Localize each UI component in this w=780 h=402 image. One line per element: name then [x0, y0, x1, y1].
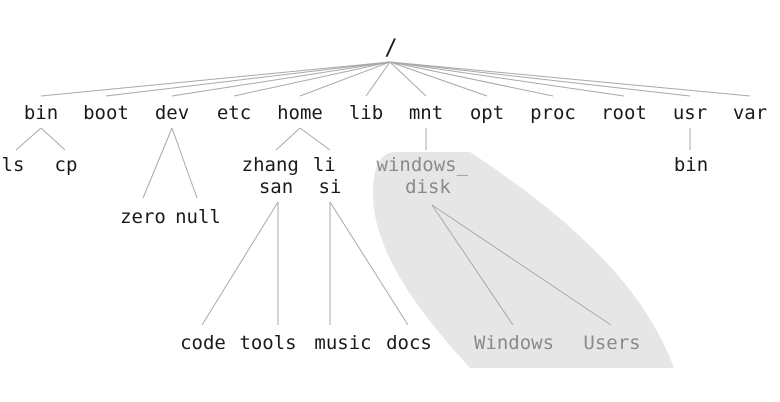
edge-root-var — [389, 61, 751, 97]
node-zhang-san-line-1: zhang — [242, 154, 299, 176]
node-cp: cp — [55, 154, 78, 176]
node-zhang-san-line-2: san — [259, 176, 293, 198]
edge-zhang-san-code — [201, 201, 279, 326]
edge-windows-disk-windows — [431, 204, 514, 326]
node-etc: etc — [217, 102, 251, 124]
edge-root-dev — [171, 61, 391, 97]
edge-root-mnt — [389, 61, 427, 97]
node-zhang-san: zhang san — [242, 154, 311, 198]
node-var: var — [733, 102, 767, 124]
node-dev: dev — [155, 102, 189, 124]
node-mnt: mnt — [409, 102, 443, 124]
node-boot: boot — [83, 102, 129, 124]
edge-root-boot — [105, 61, 391, 97]
edge-root-home — [299, 61, 391, 97]
node-lib: lib — [349, 102, 383, 124]
node-bin: bin — [24, 102, 58, 124]
edge-li-si-docs — [329, 201, 409, 326]
edge-dev-zero — [142, 127, 173, 199]
node-usr: usr — [673, 102, 707, 124]
edge-root-usr — [389, 61, 691, 97]
edge-dev-null — [171, 127, 198, 199]
node-opt: opt — [470, 102, 504, 124]
edge-root-root — [389, 61, 625, 97]
node-root-dir: root — [601, 102, 647, 124]
node-zero: zero — [120, 206, 166, 228]
node-windows-disk: windows_ disk — [377, 154, 480, 198]
edge-home-li-si — [299, 127, 331, 151]
node-null: null — [175, 206, 221, 228]
edge-bin-cp — [40, 127, 66, 151]
node-li-si-line-1: li — [313, 154, 336, 176]
node-li-si: li si — [313, 154, 347, 198]
edge-root-bin — [40, 61, 391, 97]
edge-windows-disk-users — [431, 204, 612, 326]
node-windows-disk-line-2: disk — [405, 176, 451, 198]
mounted-disk-region — [372, 152, 674, 368]
node-windows-disk-line-1: windows_ — [377, 154, 469, 176]
node-docs: docs — [386, 332, 432, 354]
node-users-dir: Users — [583, 332, 640, 354]
node-home: home — [277, 102, 323, 124]
edge-root-lib — [365, 61, 391, 97]
node-root: / — [384, 36, 397, 61]
node-li-si-line-2: si — [319, 176, 342, 198]
node-ls: ls — [2, 154, 25, 176]
edge-root-opt — [389, 61, 488, 97]
tree-nodes: / bin boot dev etc home lib mnt opt proc… — [2, 36, 768, 354]
edge-home-zhang-san — [275, 127, 301, 151]
node-proc: proc — [530, 102, 576, 124]
node-windows-dir: Windows — [474, 332, 554, 354]
node-music: music — [314, 332, 371, 354]
edge-bin-ls — [15, 127, 42, 151]
node-tools: tools — [239, 332, 296, 354]
node-usr-bin: bin — [674, 154, 708, 176]
node-code: code — [180, 332, 226, 354]
edge-root-proc — [389, 61, 554, 97]
tree-edges — [15, 61, 751, 326]
edge-root-etc — [233, 61, 391, 97]
